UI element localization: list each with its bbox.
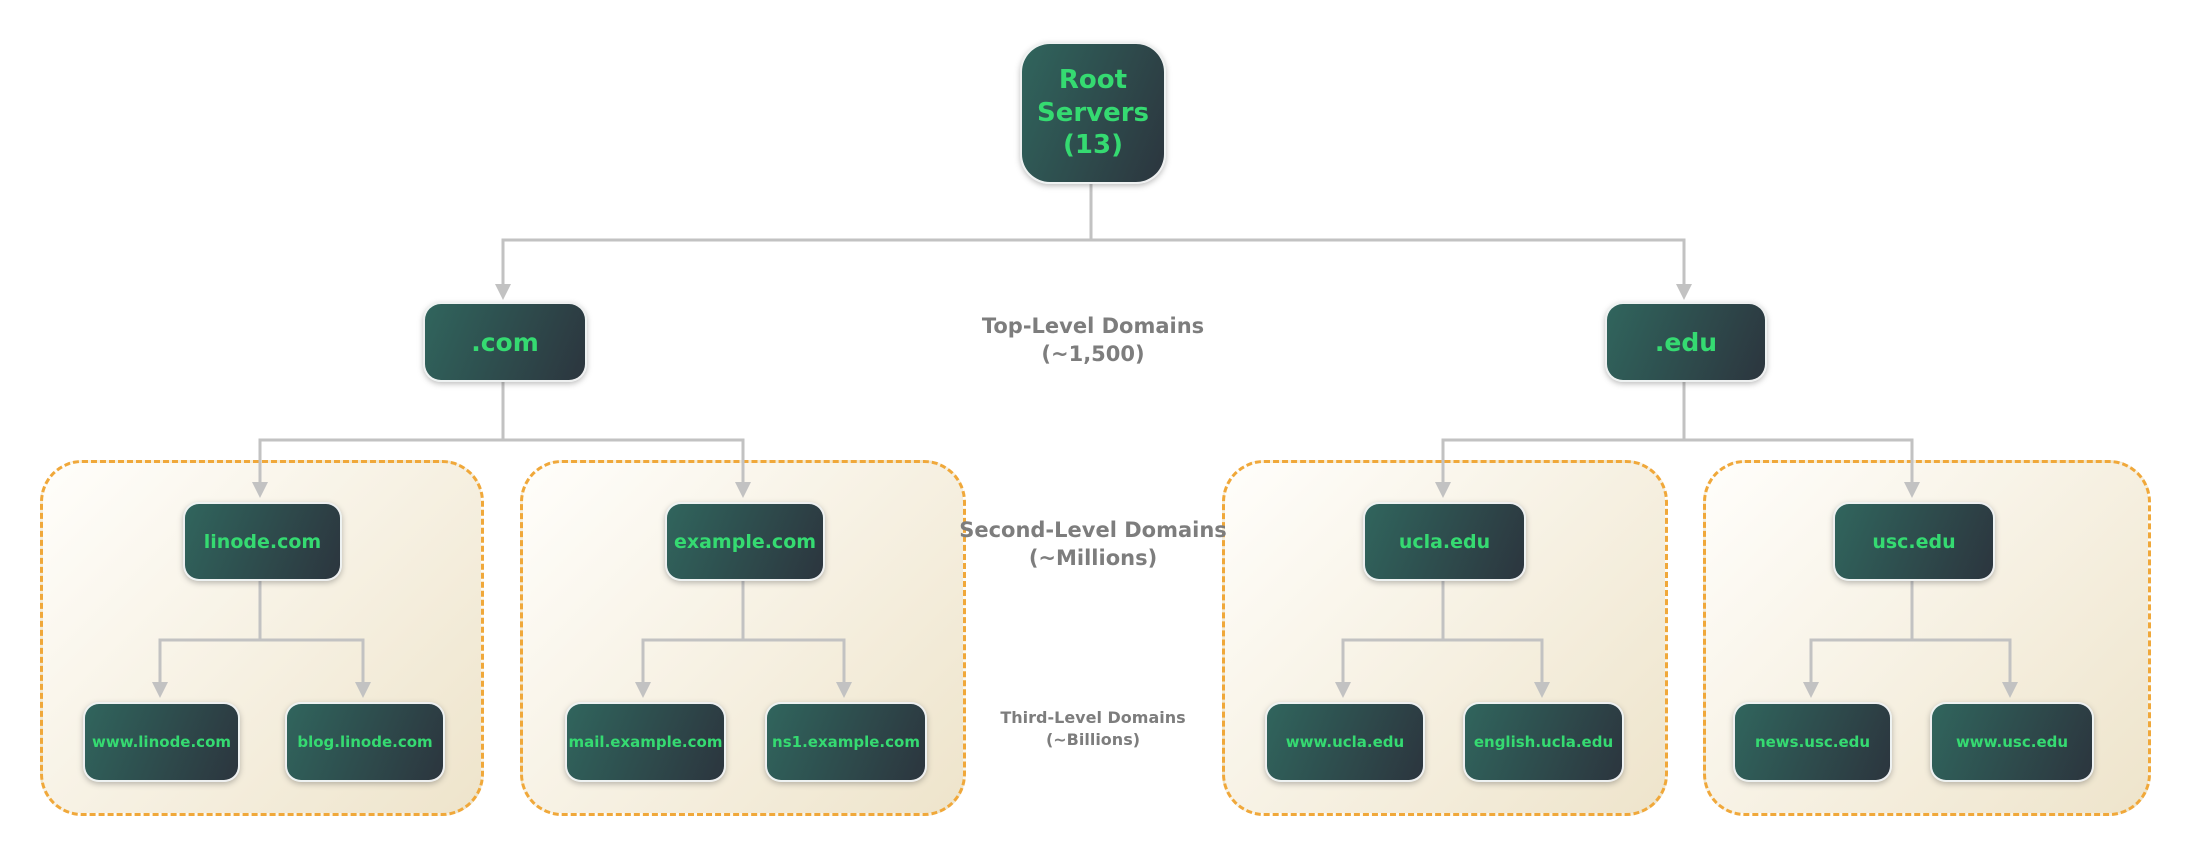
level-label-line1: Second-Level Domains (959, 518, 1227, 542)
node-english-ucla-edu: english.ucla.edu (1463, 702, 1624, 782)
level-label-line2: (~Millions) (1028, 546, 1158, 570)
node-label: example.com (673, 530, 817, 553)
level-label-line1: Third-Level Domains (1000, 708, 1186, 727)
connector-root-to-tlds (495, 180, 1692, 300)
node-mail-example-com: mail.example.com (565, 702, 726, 782)
node-www-linode-com: www.linode.com (83, 702, 240, 782)
node-usc-edu: usc.edu (1833, 502, 1995, 581)
node-edu: .edu (1605, 302, 1767, 382)
node-www-ucla-edu: www.ucla.edu (1265, 702, 1425, 782)
node-ns1-example-com: ns1.example.com (765, 702, 927, 782)
label-top-level-domains: Top-Level Domains (~1,500) (893, 312, 1293, 368)
node-label: Root Servers (13) (1036, 65, 1150, 161)
level-label-line2: (~1,500) (1041, 342, 1145, 366)
node-label: mail.example.com (568, 733, 723, 751)
label-third-level-domains: Third-Level Domains (~Billions) (943, 707, 1243, 751)
level-label-line2: (~Billions) (1045, 730, 1141, 749)
node-label: english.ucla.edu (1473, 733, 1614, 751)
node-com: .com (423, 302, 587, 382)
node-news-usc-edu: news.usc.edu (1733, 702, 1892, 782)
level-label-line1: Top-Level Domains (981, 314, 1205, 338)
node-blog-linode-com: blog.linode.com (285, 702, 445, 782)
node-label: ucla.edu (1398, 530, 1491, 553)
node-label: .com (471, 327, 539, 357)
node-ucla-edu: ucla.edu (1363, 502, 1526, 581)
node-label: blog.linode.com (297, 733, 433, 751)
node-label: ns1.example.com (772, 733, 920, 751)
node-example-com: example.com (665, 502, 825, 581)
node-label: usc.edu (1872, 530, 1956, 553)
node-label: www.linode.com (91, 733, 231, 751)
node-label: www.usc.edu (1955, 733, 2069, 751)
label-second-level-domains: Second-Level Domains (~Millions) (893, 516, 1293, 572)
node-www-usc-edu: www.usc.edu (1930, 702, 2094, 782)
node-label: news.usc.edu (1754, 733, 1871, 751)
node-linode-com: linode.com (183, 502, 342, 581)
node-label: .edu (1654, 327, 1718, 357)
node-root-servers: Root Servers (13) (1020, 42, 1166, 184)
node-label: www.ucla.edu (1285, 733, 1405, 751)
node-label: linode.com (203, 530, 322, 553)
